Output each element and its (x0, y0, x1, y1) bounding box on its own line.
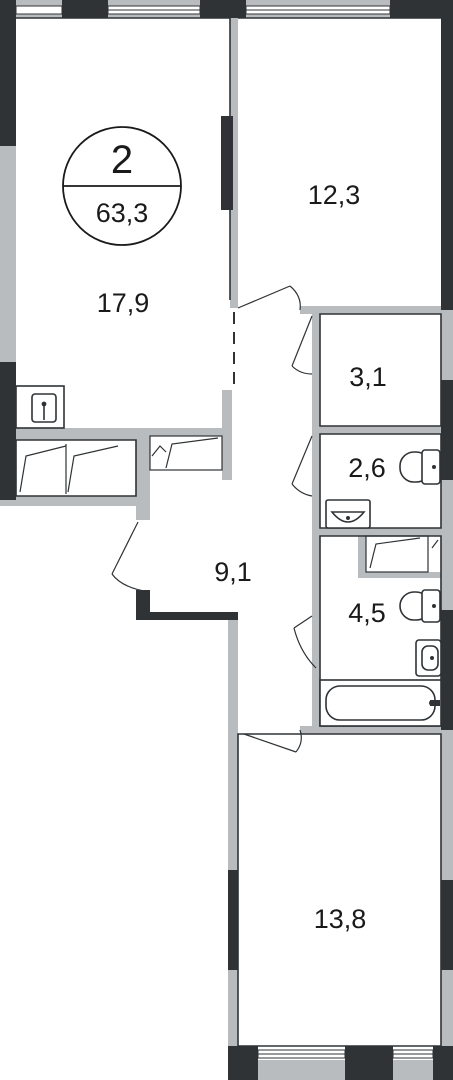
area-hall: 9,1 (214, 557, 252, 587)
bath-toilet-icon (399, 589, 441, 623)
wardrobe-left (19, 444, 119, 494)
kitchen-sink-icon (15, 385, 65, 429)
room-labels: 17,9 12,3 3,1 2,6 9,1 4,5 13,8 (97, 180, 387, 934)
area-storage: 3,1 (349, 362, 387, 392)
area-wc: 2,6 (348, 453, 386, 483)
bathtub-icon (319, 679, 442, 727)
room-count: 2 (111, 138, 133, 182)
wardrobe-hall (149, 435, 223, 471)
toilet-icon (399, 449, 441, 485)
wc-sink-icon (325, 499, 371, 529)
area-bathroom: 4,5 (348, 598, 386, 628)
area-bedroom-bottom: 13,8 (314, 904, 367, 934)
total-area: 63,3 (96, 198, 149, 228)
windows (15, 5, 434, 1059)
laundry-shelf (365, 535, 439, 573)
apartment-badge: 2 63,3 (62, 126, 182, 246)
area-living: 17,9 (97, 288, 150, 318)
doors (111, 285, 317, 753)
bath-sink-icon (415, 639, 442, 677)
area-bedroom-top: 12,3 (308, 180, 361, 210)
